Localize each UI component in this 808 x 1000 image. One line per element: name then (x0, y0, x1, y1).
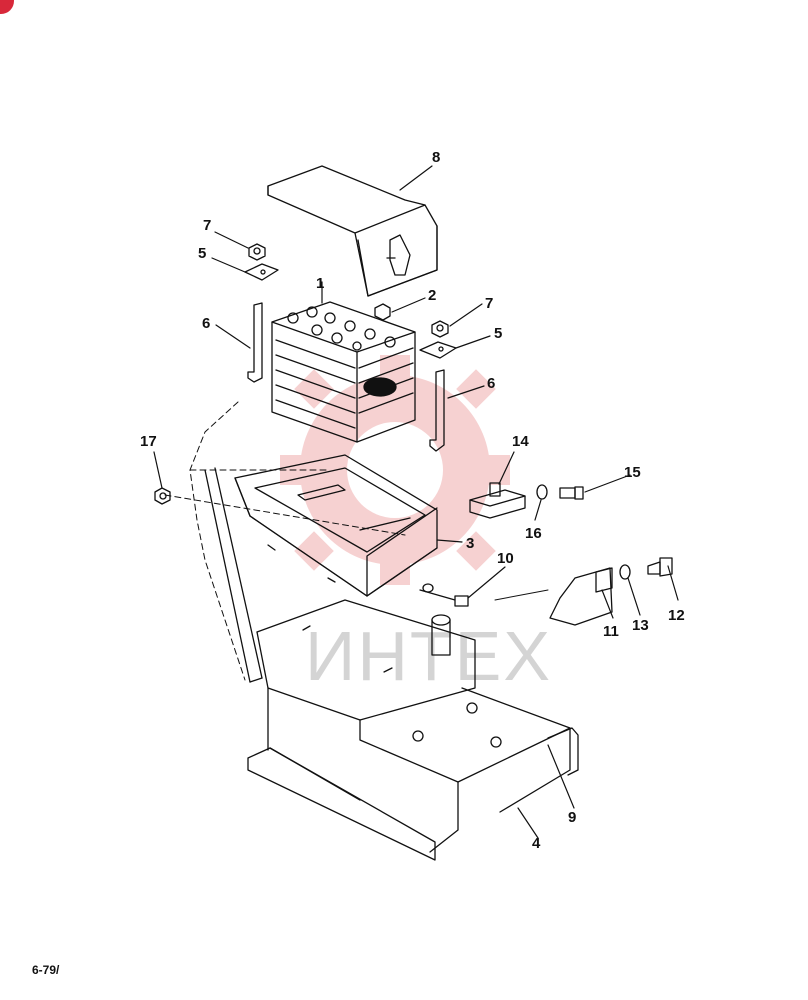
battery (271, 301, 416, 443)
battery-cover (267, 165, 438, 297)
callout-1: 1 (316, 275, 324, 292)
callout-9: 9 (568, 809, 576, 826)
clip-17 (419, 583, 469, 607)
watermark-text: ИНТЕХ (305, 617, 552, 695)
hold-down-rod-right (429, 369, 445, 452)
hold-down-rod-left (247, 302, 263, 383)
nut-7-left (248, 243, 266, 261)
page-reference: 6-79/ (32, 963, 60, 977)
hold-down-bracket-left (244, 263, 279, 281)
callout-5-left: 5 (198, 245, 206, 262)
callout-14: 15 (624, 464, 641, 481)
washer-12 (619, 564, 631, 580)
callout-6-left: 6 (202, 315, 210, 332)
callout-12: 13 (632, 617, 649, 634)
nut-2 (374, 303, 391, 321)
watermark-logo (280, 355, 510, 585)
callout-10: 11 (603, 623, 619, 640)
callout-16: 17 (140, 433, 157, 450)
leader-lines (153, 165, 679, 839)
bracket-10 (549, 567, 613, 626)
callout-5-right: 5 (494, 325, 502, 342)
battery-box (247, 599, 579, 861)
callout-7-left: 7 (203, 217, 211, 234)
callout-4: 4 (532, 835, 541, 852)
nut-7-right (431, 320, 449, 338)
callout-13: 14 (512, 433, 529, 450)
callout-7-right: 7 (485, 295, 493, 312)
callout-6-right: 6 (487, 375, 495, 392)
callout-labels: 8 1 2 7 7 5 5 6 6 17 14 15 16 3 10 11 13… (140, 149, 685, 852)
battery-tray (234, 454, 438, 597)
hold-down-bracket-right (419, 341, 457, 359)
callout-8: 8 (432, 149, 440, 166)
tray-bracket-13 (469, 482, 526, 519)
callout-17: 10 (497, 550, 514, 567)
callout-3: 3 (466, 535, 474, 552)
bolt-16 (154, 487, 171, 505)
frame-rail (204, 467, 263, 683)
callout-11: 12 (668, 607, 685, 624)
callout-2: 2 (428, 287, 436, 304)
bolt-11 (647, 557, 673, 577)
bolt-14 (559, 486, 584, 500)
washer-15 (536, 484, 548, 500)
callout-15: 16 (525, 525, 542, 542)
